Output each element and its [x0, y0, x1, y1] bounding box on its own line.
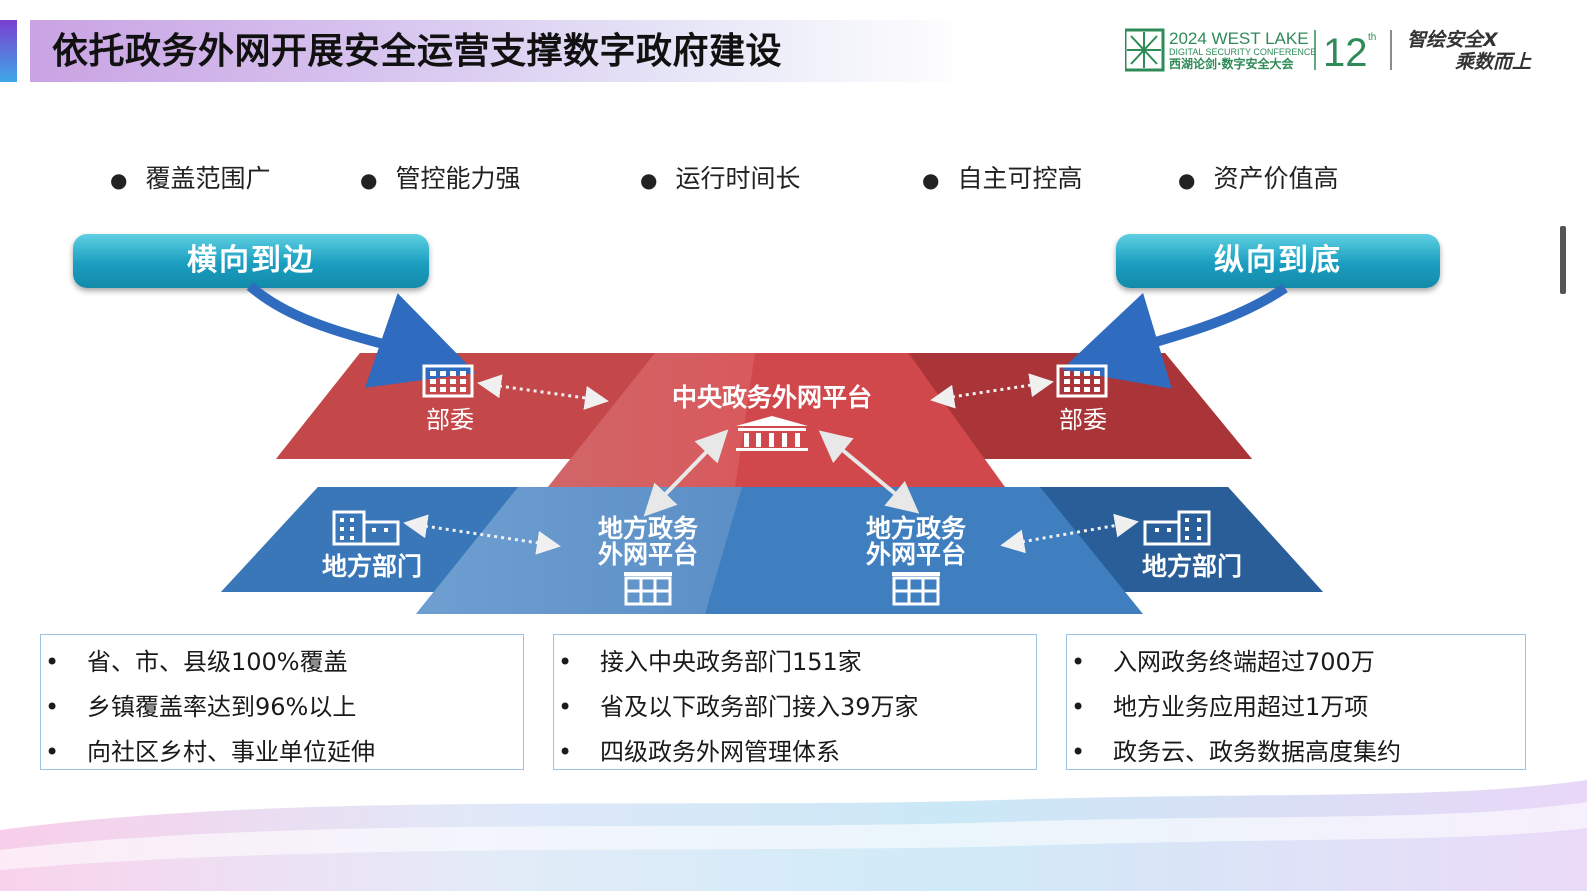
local-platform-right-line2: 外网平台 — [866, 540, 966, 569]
bank-icon — [624, 572, 672, 606]
conf-line3: 西湖论剑·数字安全大会 — [1169, 56, 1295, 71]
local-dept-label-right: 地方部门 — [1142, 552, 1242, 581]
west-lake-emblem-icon — [1125, 28, 1165, 72]
ministry-label-right: 部委 — [1059, 406, 1107, 434]
curved-arrow-left — [246, 282, 476, 388]
conf-line2: DIGITAL SECURITY CONFERENCE — [1169, 47, 1316, 57]
vertical-pill: 纵向到底 — [1116, 234, 1440, 288]
link-arrow-left — [643, 429, 729, 517]
decorative-wave — [0, 780, 1587, 891]
office-block-icon — [332, 510, 400, 546]
title-banner — [30, 20, 970, 82]
conf-line1: 2024 WEST LAKE — [1169, 29, 1309, 48]
bank-icon — [892, 572, 940, 606]
local-platform-right-line1: 地方政务 — [866, 514, 966, 543]
title-accent-bar — [0, 20, 17, 82]
info-box-terminals: •入网政务终端超过700万 •地方业务应用超过1万项 •政务云、政务数据高度集约 — [1066, 634, 1526, 770]
feature-item: ●资产价值高 — [1178, 164, 1339, 193]
government-hall-icon — [736, 416, 808, 451]
scrollbar-thumb[interactable] — [1560, 226, 1566, 294]
edition-number: 12 — [1323, 31, 1368, 75]
feature-item: ●覆盖范围广 — [110, 164, 271, 193]
slogan-line1: 智绘安全X — [1407, 29, 1499, 51]
link-arrow-right — [818, 430, 920, 514]
feature-item: ●管控能力强 — [360, 164, 521, 193]
info-box-access: •接入中央政务部门151家 •省及以下政务部门接入39万家 •四级政务外网管理体… — [553, 634, 1037, 770]
feature-item: ●运行时间长 — [640, 164, 801, 193]
dotted-double-arrow-icon — [1000, 513, 1139, 554]
info-box-coverage: •省、市、县级100%覆盖 •乡镇覆盖率达到96%以上 •向社区乡村、事业单位延… — [40, 634, 524, 770]
edition-suffix: th — [1368, 32, 1376, 43]
ministry-label-left: 部委 — [426, 406, 474, 434]
feature-item: ●自主可控高 — [922, 164, 1083, 193]
building-icon — [422, 364, 474, 398]
page-title: 依托政务外网开展安全运营支撑数字政府建设 — [52, 31, 783, 72]
dotted-double-arrow-icon — [403, 514, 561, 555]
slogan-line2: 乘数而上 — [1455, 51, 1532, 73]
horizontal-pill: 横向到边 — [73, 234, 429, 288]
conference-logo: 2024 WEST LAKE DIGITAL SECURITY CONFEREN… — [1125, 28, 1532, 75]
office-block-icon — [1143, 510, 1211, 546]
local-platform-left-line2: 外网平台 — [598, 540, 698, 569]
building-icon — [1056, 364, 1108, 398]
local-platform-left-line1: 地方政务 — [598, 514, 698, 543]
curved-arrow-right — [1061, 283, 1288, 389]
central-platform-label: 中央政务外网平台 — [672, 383, 872, 412]
local-dept-label-left: 地方部门 — [322, 552, 422, 581]
dotted-double-arrow-icon — [930, 373, 1054, 409]
